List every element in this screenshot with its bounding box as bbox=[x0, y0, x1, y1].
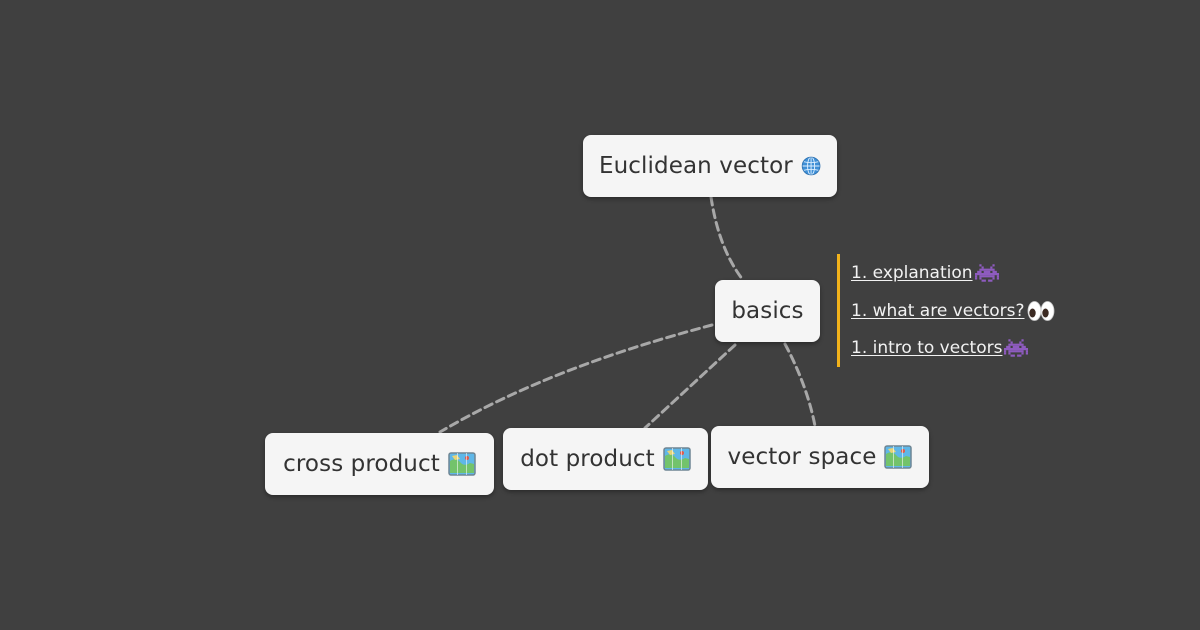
map-icon bbox=[448, 452, 476, 476]
basics-node[interactable]: basics bbox=[715, 280, 820, 342]
cross-product-node[interactable]: cross product bbox=[265, 433, 494, 495]
edge-basics-vector-space bbox=[783, 342, 817, 428]
links-panel: 1. explanation 1. what are vectors? 1. i… bbox=[837, 254, 1054, 367]
link-intro-to-vectors[interactable]: 1. intro to vectors bbox=[851, 338, 1003, 358]
link-item: 1. what are vectors? bbox=[851, 300, 1055, 322]
edge-root-basics bbox=[709, 195, 745, 282]
map-icon bbox=[884, 445, 913, 469]
vector-space-label: vector space bbox=[727, 444, 877, 470]
eyes-icon bbox=[1027, 301, 1054, 321]
link-what-are-vectors[interactable]: 1. what are vectors? bbox=[851, 301, 1025, 321]
edge-basics-dot-product bbox=[643, 343, 737, 430]
link-item: 1. explanation bbox=[851, 263, 999, 283]
dot-product-label: dot product bbox=[520, 446, 655, 472]
edge-basics-cross-product bbox=[438, 323, 714, 434]
map-icon bbox=[663, 447, 691, 471]
cross-product-label: cross product bbox=[283, 451, 440, 477]
vector-space-node[interactable]: vector space bbox=[711, 426, 929, 488]
space-invader-icon bbox=[974, 264, 999, 282]
central-topic-node[interactable]: Euclidean vector bbox=[583, 135, 837, 197]
dot-product-node[interactable]: dot product bbox=[503, 428, 708, 490]
link-item: 1. intro to vectors bbox=[851, 338, 1029, 358]
space-invader-icon bbox=[1004, 339, 1029, 357]
central-topic-label: Euclidean vector bbox=[599, 153, 793, 179]
link-explanation[interactable]: 1. explanation bbox=[851, 263, 973, 283]
basics-label: basics bbox=[731, 298, 804, 324]
globe-icon bbox=[801, 156, 821, 176]
